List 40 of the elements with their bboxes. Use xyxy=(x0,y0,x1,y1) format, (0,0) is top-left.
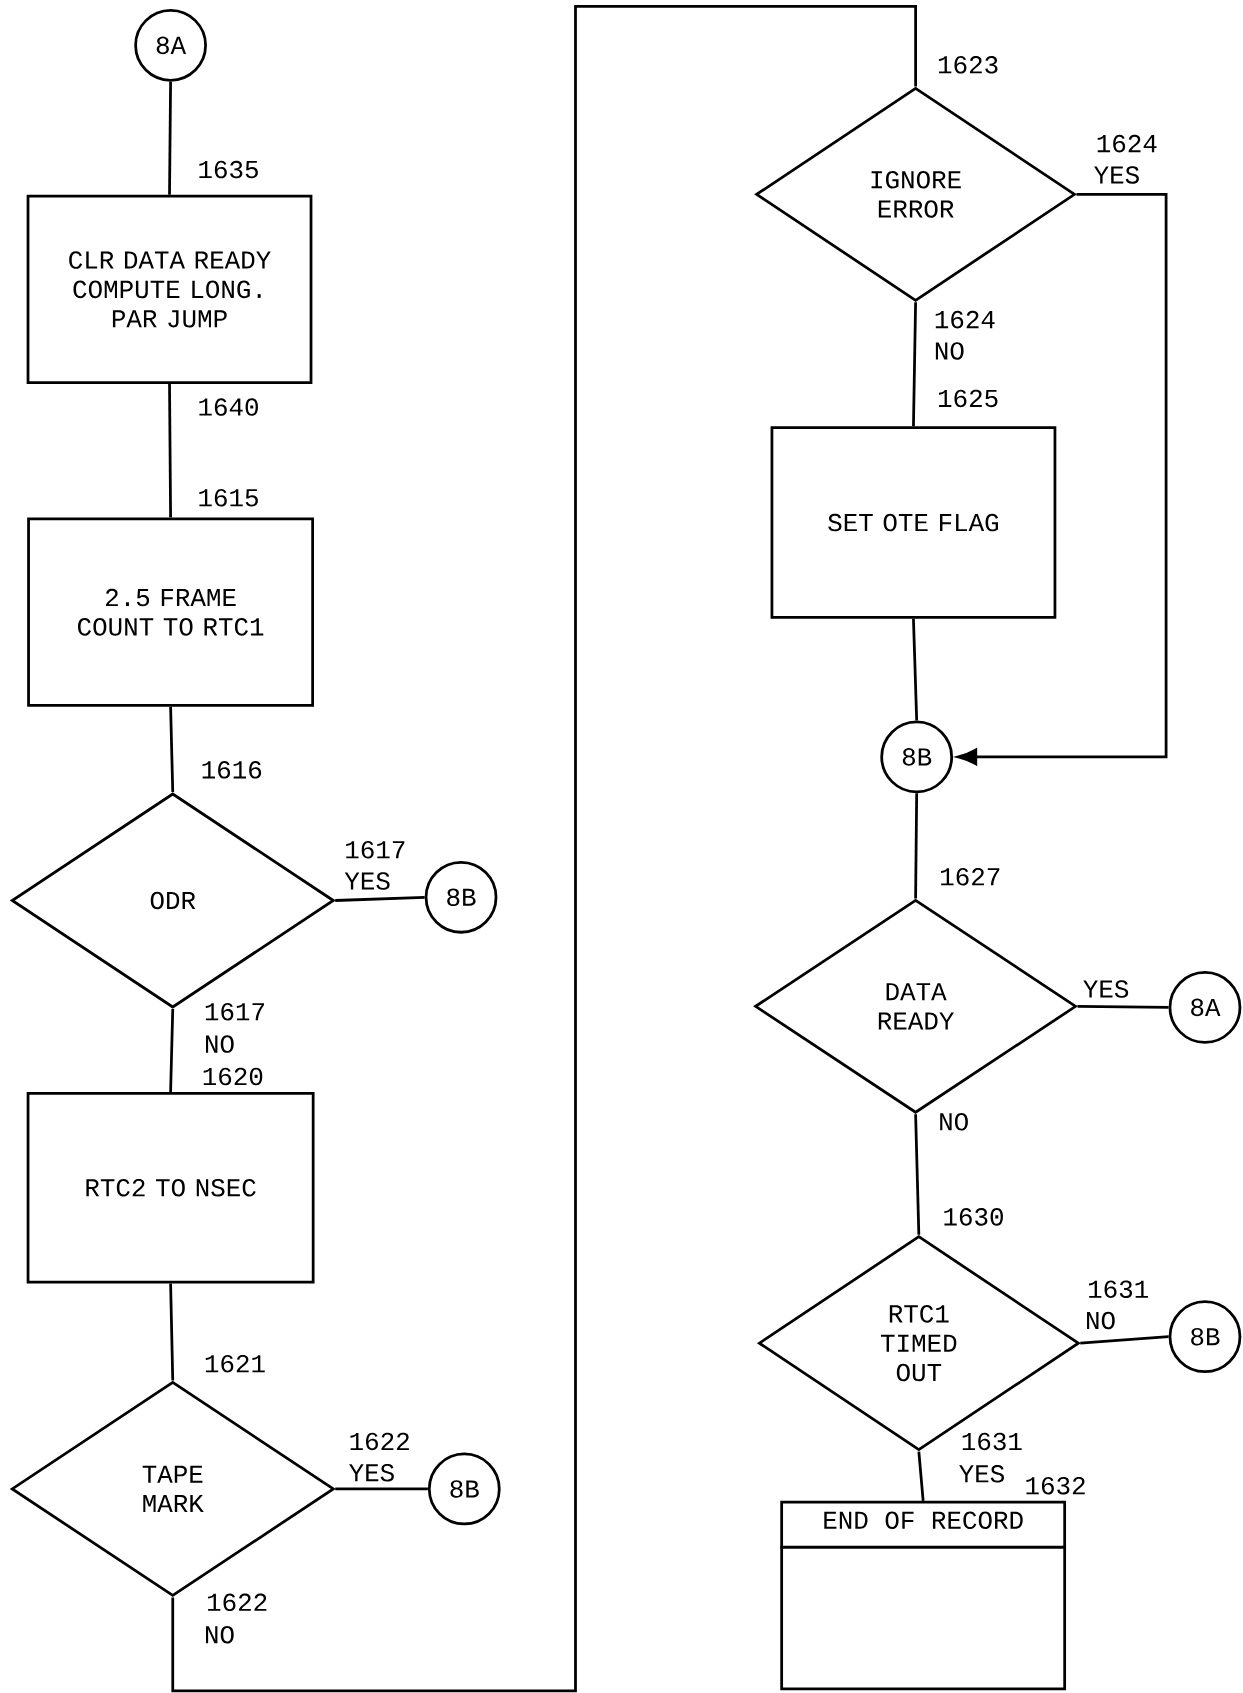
connector-line xyxy=(1080,1335,1169,1345)
step-number: NO xyxy=(1087,1311,1115,1330)
connector-line xyxy=(1077,1004,1169,1009)
connector-line xyxy=(169,1008,175,1092)
step-number: NO xyxy=(206,1035,234,1053)
process-box: RTC2 TO NSEC xyxy=(26,1091,315,1284)
step-number: 1631 xyxy=(1089,1280,1149,1298)
step-number: YES xyxy=(1094,166,1140,184)
connector-line xyxy=(914,793,919,899)
step-number: NO xyxy=(940,1113,968,1131)
connector-line xyxy=(168,384,173,518)
step-number: NO xyxy=(936,342,964,360)
step-number: 1616 xyxy=(202,761,262,779)
process-box: END OF RECORD xyxy=(780,1500,1067,1691)
step-number: NO xyxy=(206,1625,234,1644)
step-number: 1627 xyxy=(941,867,1000,886)
connector-line xyxy=(335,895,425,902)
connector-line xyxy=(917,1451,925,1501)
connector-line xyxy=(171,5,918,1693)
step-number: 1632 xyxy=(1026,1476,1085,1495)
process-box: CLR DATA READY COMPUTE LONG. PAR JUMP xyxy=(26,194,313,385)
step-number: YES xyxy=(349,1463,395,1482)
connector-line xyxy=(914,1114,921,1235)
step-number: YES xyxy=(1083,980,1129,998)
step-number: 1630 xyxy=(944,1208,1004,1226)
step-number: 1620 xyxy=(203,1067,263,1086)
connector-line xyxy=(168,81,173,195)
step-number: 1622 xyxy=(350,1432,409,1451)
connector-line xyxy=(169,706,175,793)
step-number: 1617 xyxy=(346,840,405,859)
step-number: 1623 xyxy=(939,56,998,74)
step-number: YES xyxy=(959,1465,1005,1483)
process-box: 2.5 FRAME COUNT TO RTC1 xyxy=(27,517,315,707)
step-number: YES xyxy=(344,872,390,890)
connector-line xyxy=(912,618,919,721)
step-number: 1631 xyxy=(962,1432,1022,1451)
connector-line xyxy=(169,1283,175,1381)
step-number: 1621 xyxy=(205,1354,265,1373)
connector-line xyxy=(912,302,918,427)
connector-line xyxy=(335,1487,429,1491)
